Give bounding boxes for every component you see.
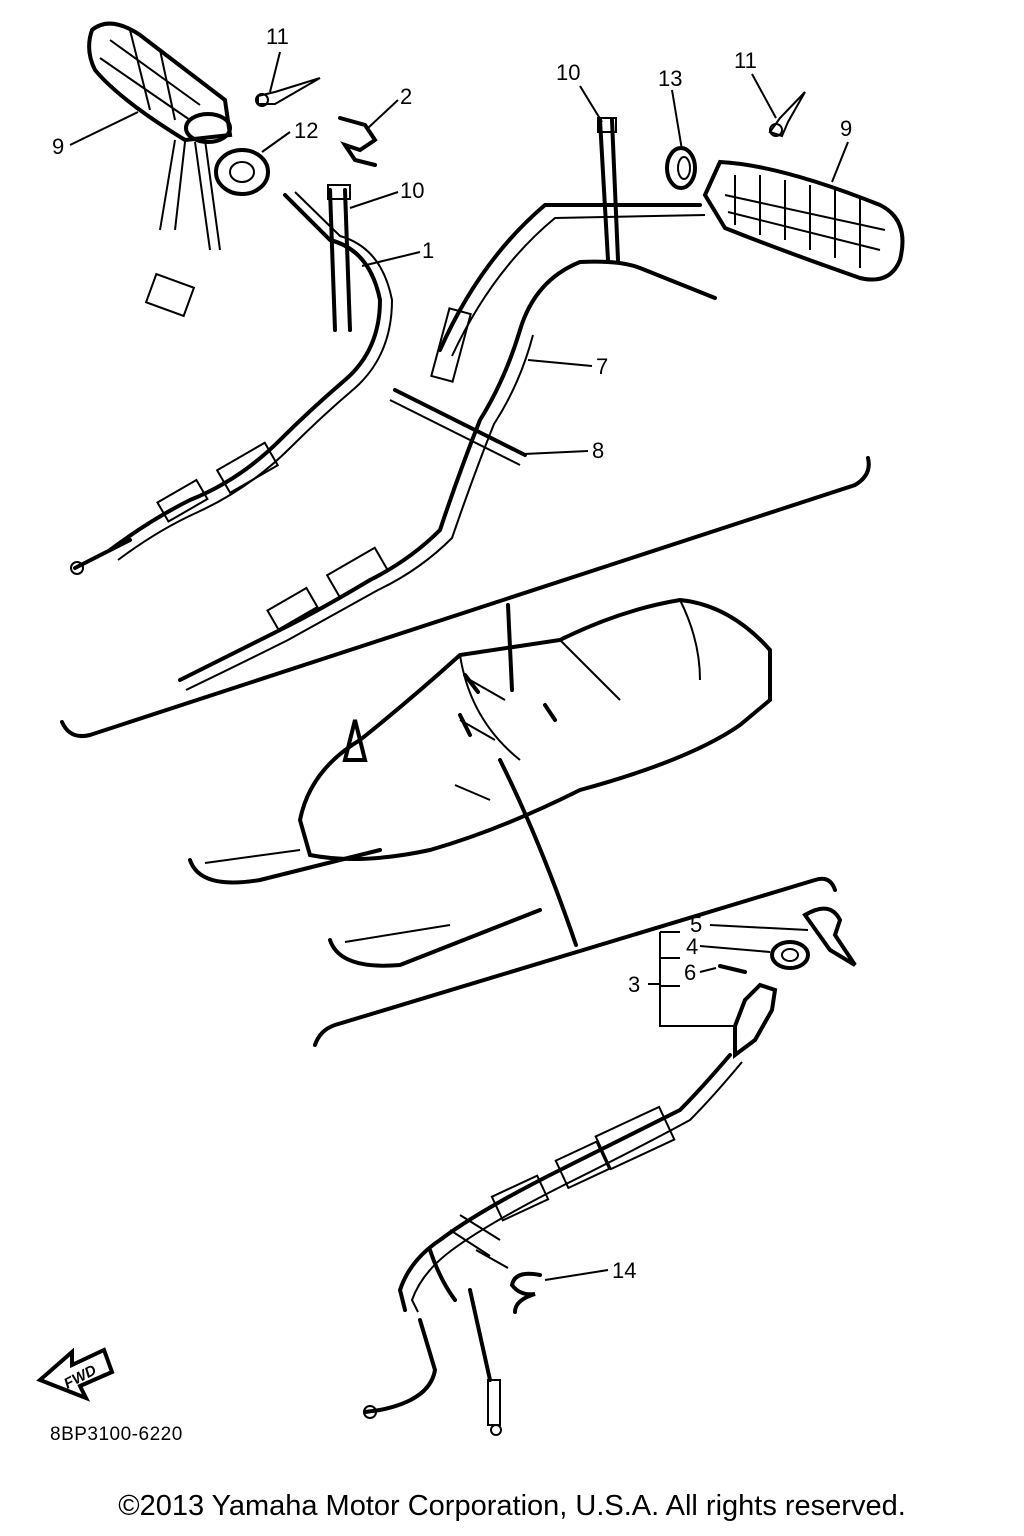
callout-8: 8 xyxy=(592,438,604,463)
grip-end-washer xyxy=(214,148,270,196)
snowmobile-overview xyxy=(188,597,772,968)
callout-12: 12 xyxy=(294,118,318,143)
left-handlebar-grip xyxy=(87,21,233,318)
callout-5: 5 xyxy=(690,912,702,937)
callout-7: 7 xyxy=(596,354,608,379)
callout-labels: 9 11 2 12 10 1 10 13 11 9 7 8 5 4 6 3 14 xyxy=(52,24,852,1283)
brake-cable xyxy=(178,203,717,691)
cable-tie-band-left xyxy=(327,184,352,332)
callout-9-right: 9 xyxy=(840,116,852,141)
throttle-cable xyxy=(70,191,394,575)
grip-collar-13 xyxy=(665,146,697,190)
callout-1: 1 xyxy=(422,238,434,263)
left-grip-screw xyxy=(255,77,321,107)
callout-2: 2 xyxy=(400,84,412,109)
callout-11-left: 11 xyxy=(266,24,289,49)
callout-9-left: 9 xyxy=(52,134,64,159)
copyright-notice: ©2013 Yamaha Motor Corporation, U.S.A. A… xyxy=(118,1490,906,1522)
cable-clip-2 xyxy=(338,116,378,167)
callout-10-mid: 10 xyxy=(400,178,424,203)
callout-6: 6 xyxy=(684,960,696,985)
right-handlebar-grip xyxy=(702,159,905,282)
cable-clip-14 xyxy=(509,1271,542,1314)
fwd-arrow-icon: FWD xyxy=(36,1347,115,1402)
callout-4: 4 xyxy=(686,934,698,959)
callout-14: 14 xyxy=(612,1258,636,1283)
choke-lever-assembly xyxy=(659,906,857,1059)
right-grip-screw xyxy=(768,91,806,138)
diagram-code: 8BP3100-6220 xyxy=(50,1424,183,1445)
callout-10-top: 10 xyxy=(556,60,580,85)
choke-cable xyxy=(363,1053,743,1436)
leader-lines xyxy=(69,51,849,1281)
callout-13: 13 xyxy=(658,66,682,91)
callout-3: 3 xyxy=(628,972,640,997)
upper-section-divider xyxy=(60,456,871,739)
callout-11-right: 11 xyxy=(734,48,757,73)
cable-tie-band-right xyxy=(597,117,620,262)
lower-section-divider xyxy=(313,876,837,1047)
cable-tie-band-8 xyxy=(389,388,527,466)
